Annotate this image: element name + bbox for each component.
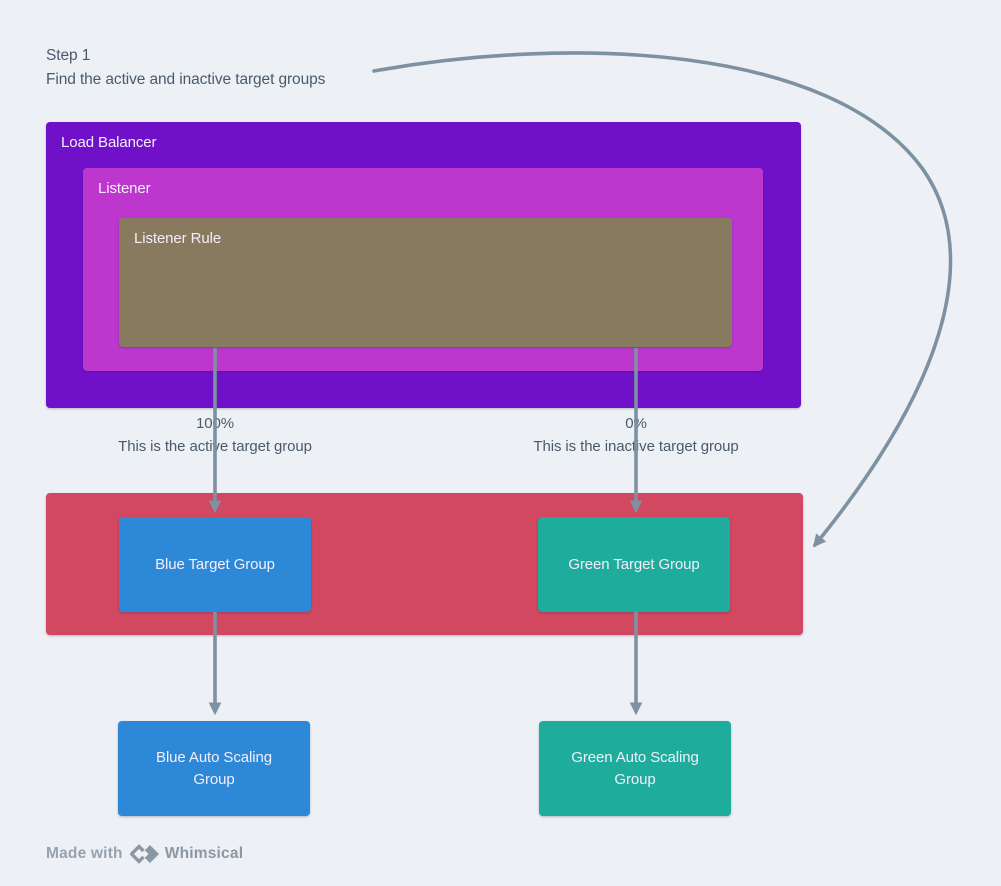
whimsical-brand-text: Whimsical	[164, 845, 244, 862]
listener-label: Listener	[98, 180, 151, 197]
active-caption: This is the active target group	[118, 438, 312, 455]
whimsical-logo-icon	[129, 844, 159, 864]
blue-target-group-node[interactable]: Blue Target Group	[119, 517, 311, 612]
footer[interactable]: Made with Whimsical	[46, 840, 243, 868]
green-target-group-label: Green Target Group	[568, 555, 700, 573]
load-balancer-box[interactable]: Load Balancer Listener Listener Rule	[46, 122, 801, 408]
step-heading: Step 1 Find the active and inactive targ…	[46, 44, 325, 92]
active-traffic-annotation: 100% This is the active target group	[55, 412, 375, 458]
inactive-percent-label: 0%	[625, 415, 647, 432]
active-percent-label: 100%	[196, 415, 234, 432]
listener-rule-label: Listener Rule	[134, 230, 222, 247]
green-target-group-node[interactable]: Green Target Group	[538, 517, 730, 612]
inactive-traffic-annotation: 0% This is the inactive target group	[476, 412, 796, 458]
load-balancer-label: Load Balancer	[61, 134, 157, 151]
inactive-caption: This is the inactive target group	[533, 438, 739, 455]
listener-box[interactable]: Listener Listener Rule	[83, 168, 763, 371]
listener-rule-box[interactable]: Listener Rule	[119, 218, 732, 347]
green-auto-scaling-group-node[interactable]: Green Auto Scaling Group	[539, 721, 731, 816]
green-auto-scaling-group-label: Green Auto Scaling Group	[571, 748, 699, 788]
step-subtitle: Find the active and inactive target grou…	[46, 71, 326, 88]
blue-auto-scaling-group-node[interactable]: Blue Auto Scaling Group	[118, 721, 310, 816]
made-with-text: Made with	[46, 845, 123, 862]
blue-auto-scaling-group-label: Blue Auto Scaling Group	[156, 748, 272, 788]
blue-target-group-label: Blue Target Group	[155, 555, 275, 573]
step-title: Step 1	[46, 47, 91, 64]
